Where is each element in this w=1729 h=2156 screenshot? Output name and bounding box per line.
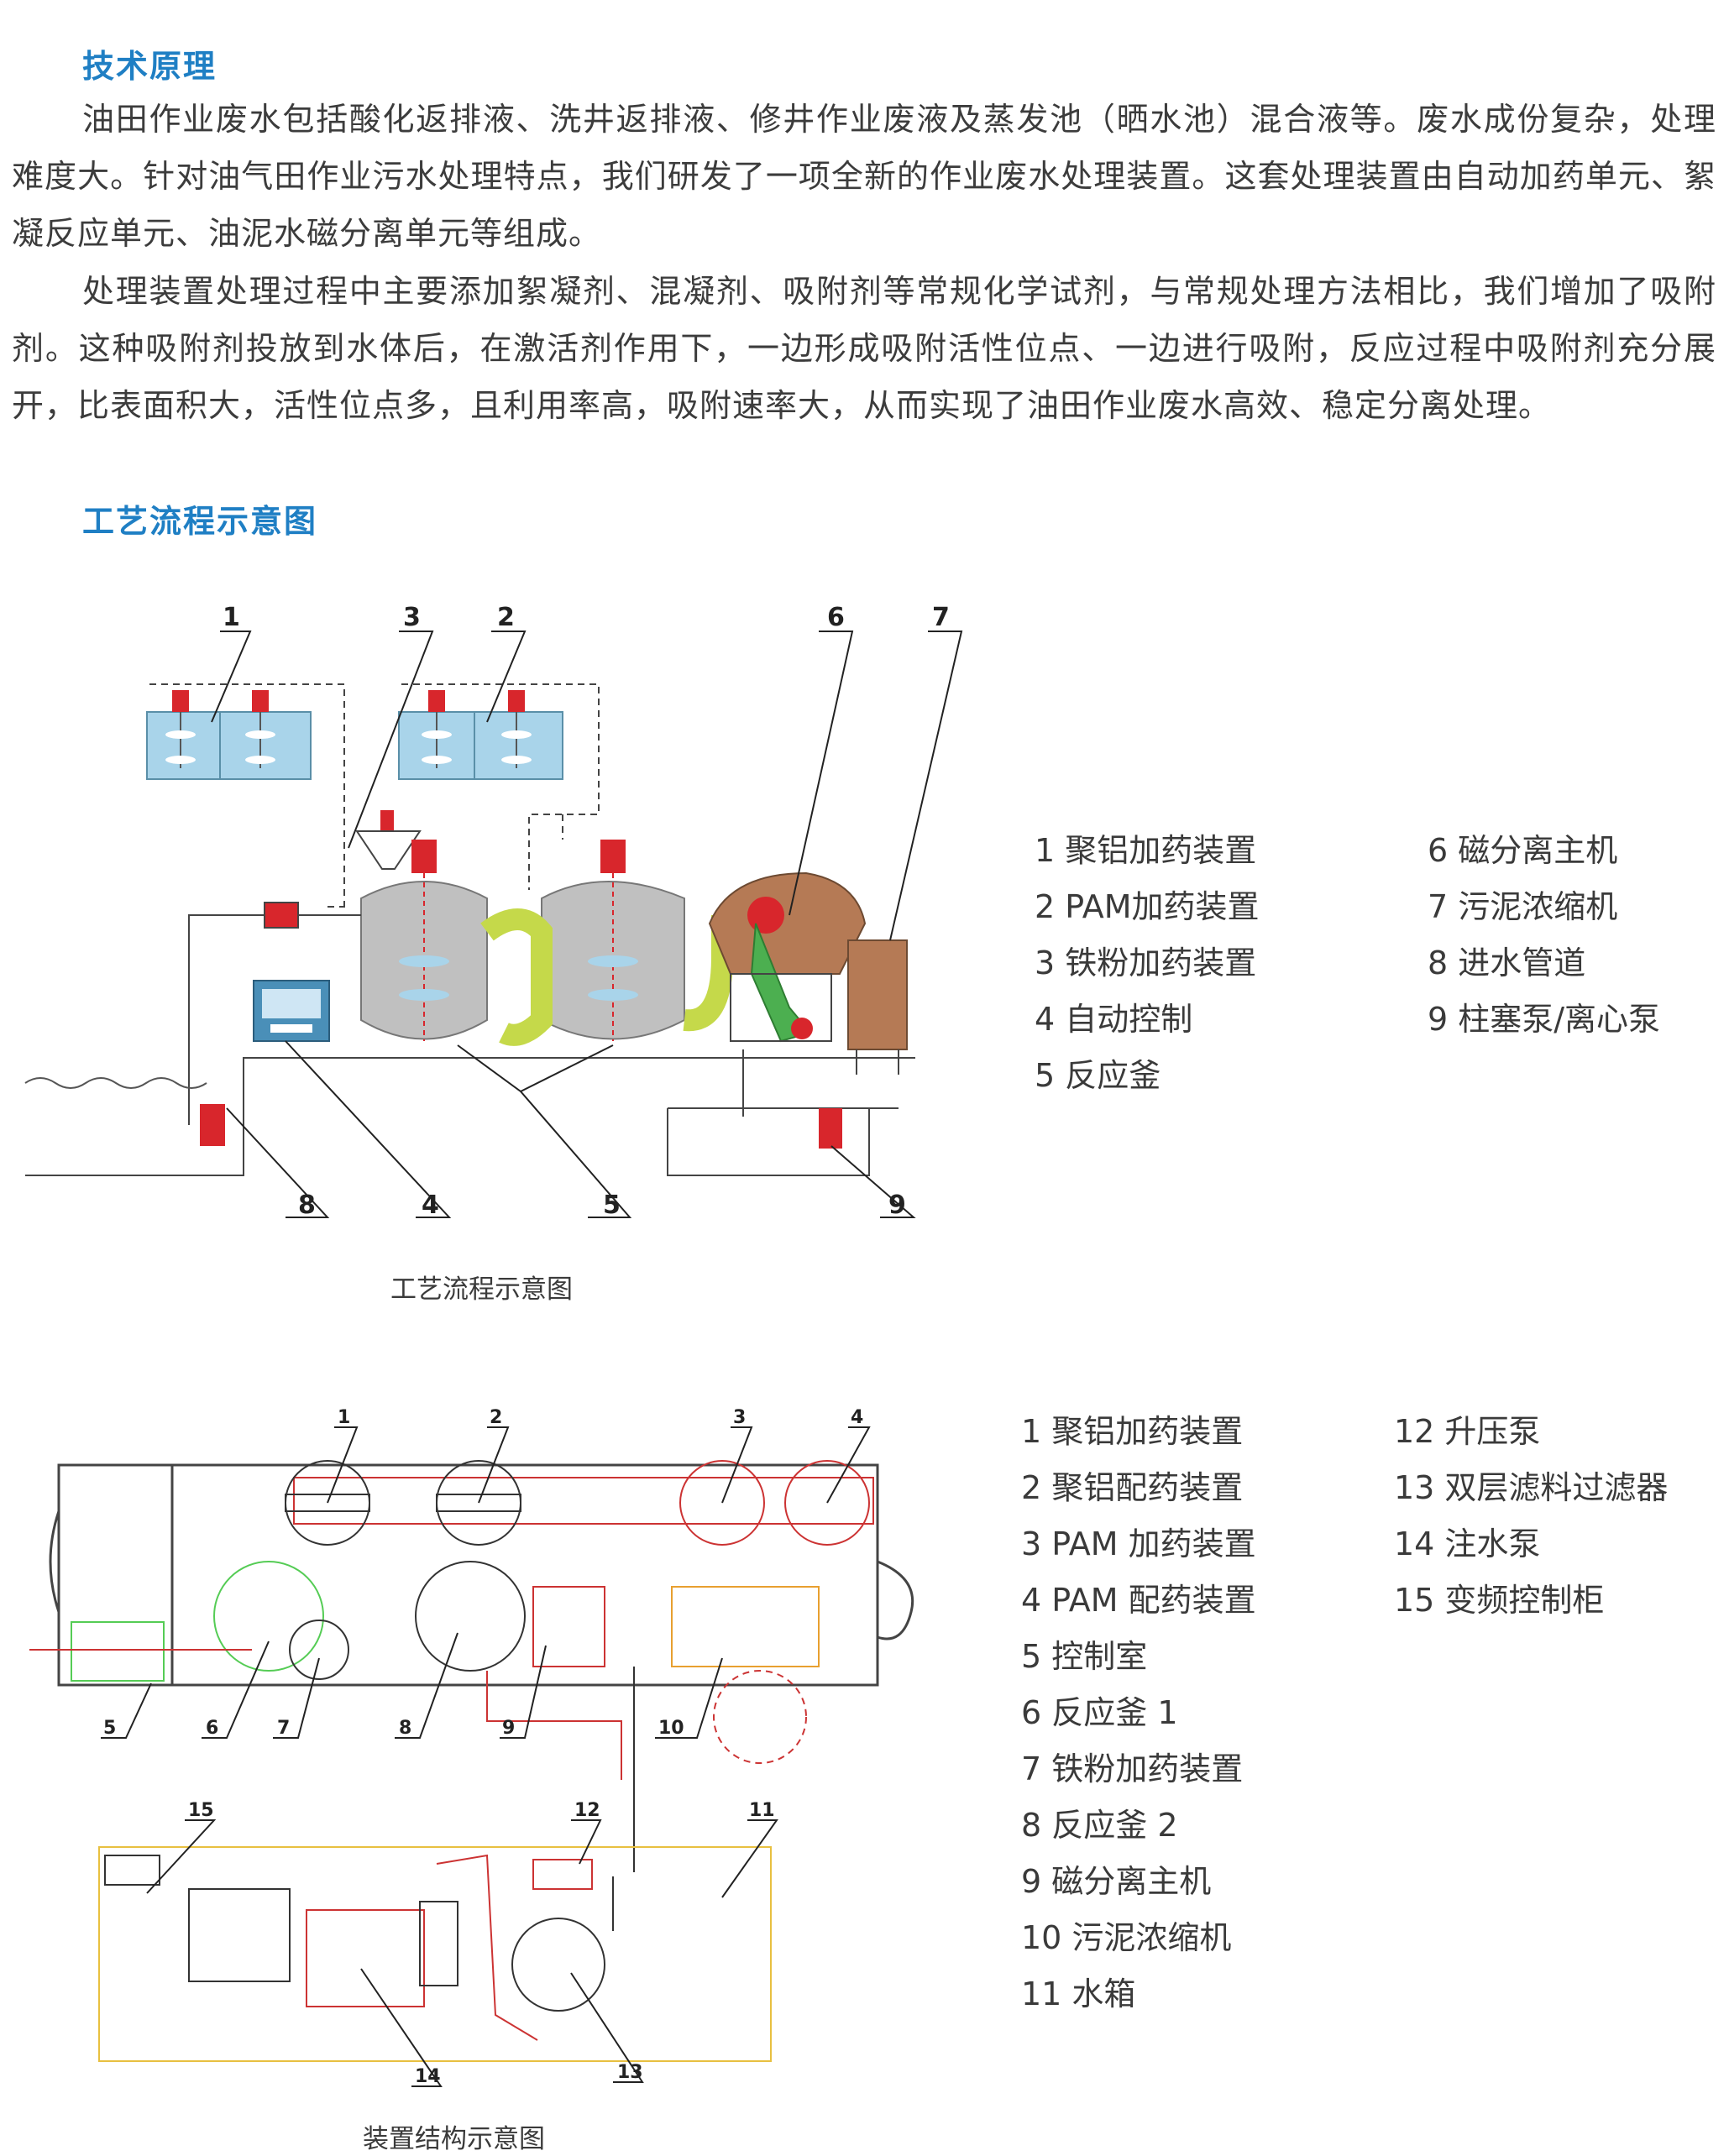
legend-1-right: 6 磁分离主机 7 污泥浓缩机 8 进水管道 9 柱塞泵/离心泵: [1428, 823, 1660, 1048]
section-title-principle: 技术原理: [82, 48, 217, 85]
legend-item: 2 聚铝配药装置: [1021, 1469, 1244, 1506]
callout2-11: 11: [749, 1800, 775, 1821]
diagram-2-caption: 装置结构示意图: [363, 2124, 545, 2154]
callout2-2: 2: [490, 1407, 502, 1428]
callout-2: 2: [497, 603, 515, 632]
legend-item: 3 铁粉加药装置: [1035, 945, 1257, 981]
callout2-12: 12: [574, 1800, 600, 1821]
callout2-7: 7: [277, 1718, 290, 1739]
callout2-3: 3: [733, 1407, 746, 1428]
legend-item: 4 自动控制: [1035, 1001, 1193, 1038]
legend-2-left: 1 聚铝加药装置 2 聚铝配药装置 3 PAM 加药装置 4 PAM 配药装置 …: [1021, 1404, 1256, 2023]
callout-8: 8: [298, 1191, 316, 1220]
legend-item: 15 变频控制柜: [1394, 1582, 1605, 1619]
callout2-4: 4: [851, 1407, 863, 1428]
callout-7: 7: [932, 603, 950, 632]
legend-item: 5 反应釜: [1035, 1057, 1161, 1094]
callout2-13: 13: [617, 2062, 643, 2083]
legend-2-right: 12 升压泵 13 双层滤料过滤器 14 注水泵 15 变频控制柜: [1394, 1404, 1668, 1629]
legend-item: 13 双层滤料过滤器: [1394, 1469, 1669, 1506]
legend-item: 11 水箱: [1021, 1975, 1136, 2012]
legend-item: 8 反应釜 2: [1021, 1807, 1178, 1844]
magnetic-separator: [708, 871, 867, 1043]
callout2-5: 5: [103, 1718, 116, 1739]
legend-item: 9 柱塞泵/离心泵: [1428, 1001, 1661, 1038]
reactor-2: [541, 840, 685, 1041]
outlet-pump: [819, 1108, 842, 1149]
legend-item: 6 反应釜 1: [1021, 1694, 1178, 1731]
legend-item: 6 磁分离主机: [1428, 832, 1618, 869]
callout2-9: 9: [502, 1718, 515, 1739]
structure-diagram: 1 2 3 4 5 6 7 8 9 10 15 12 11 14 13: [29, 1407, 914, 2087]
inlet-pump: [200, 1104, 225, 1146]
legend-item: 14 注水泵: [1394, 1525, 1541, 1562]
callout-4: 4: [422, 1191, 439, 1220]
callout-6: 6: [827, 603, 845, 632]
callout-9: 9: [888, 1191, 906, 1220]
callout2-14: 14: [415, 2066, 441, 2087]
callout-5: 5: [603, 1191, 621, 1220]
dosing-unit-2: [398, 690, 563, 780]
legend-item: 10 污泥浓缩机: [1021, 1919, 1232, 1956]
legend-item: 7 铁粉加药装置: [1021, 1750, 1244, 1787]
legend-item: 8 进水管道: [1428, 945, 1586, 981]
legend-item: 9 磁分离主机: [1021, 1863, 1212, 1900]
sludge-concentrator: [847, 939, 908, 1075]
legend-item: 1 聚铝加药装置: [1021, 1413, 1244, 1450]
connecting-pipe: [480, 908, 553, 1046]
callout-3: 3: [403, 603, 421, 632]
section-title-flow: 工艺流程示意图: [82, 503, 318, 540]
diagram-1-caption: 工艺流程示意图: [390, 1274, 573, 1305]
legend-item: 4 PAM 配药装置: [1021, 1582, 1256, 1619]
legend-item: 2 PAM加药装置: [1035, 888, 1260, 925]
legend-item: 5 控制室: [1021, 1638, 1148, 1675]
dosing-unit-1: [146, 690, 312, 780]
legend-item: 12 升压泵: [1394, 1413, 1541, 1450]
paragraph-2: 处理装置处理过程中主要添加絮凝剂、混凝剂、吸附剂等常规化学试剂，与常规处理方法相…: [12, 273, 1716, 424]
paragraph-1: 油田作业废水包括酸化返排液、洗井返排液、修井作业废液及蒸发池（晒水池）混合液等。…: [12, 101, 1716, 252]
legend-item: 3 PAM 加药装置: [1021, 1525, 1256, 1562]
callout2-8: 8: [399, 1718, 411, 1739]
legend-item: 7 污泥浓缩机: [1428, 888, 1618, 925]
callout2-1: 1: [338, 1407, 350, 1428]
callout2-15: 15: [188, 1800, 214, 1821]
callout-1: 1: [223, 603, 240, 632]
legend-1-left: 1 聚铝加药装置 2 PAM加药装置 3 铁粉加药装置 4 自动控制 5 反应釜: [1035, 823, 1260, 1104]
iron-powder-hopper: [355, 810, 422, 870]
callout2-6: 6: [206, 1718, 218, 1739]
legend-item: 1 聚铝加药装置: [1035, 832, 1257, 869]
reactor-1: [360, 840, 488, 1041]
callout2-10: 10: [658, 1718, 684, 1739]
control-cabinet: [253, 980, 330, 1042]
